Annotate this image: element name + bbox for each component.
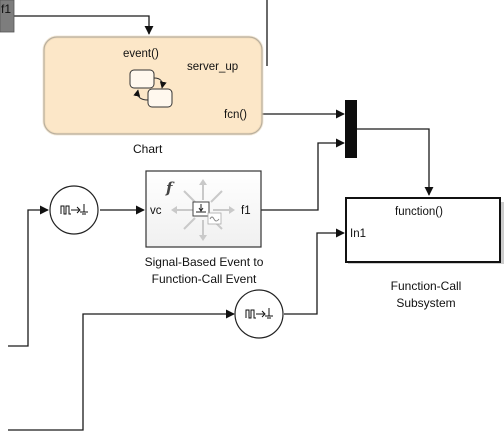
signal-lines	[8, 0, 434, 431]
subsystem-in1-port: In1	[350, 228, 366, 240]
chart-server-up-port: server_up	[187, 61, 238, 73]
wire-left-to-rt2[interactable]	[8, 309, 235, 431]
signal-event-f1-port: f1	[241, 205, 251, 217]
wire-f1-to-mux[interactable]	[261, 138, 345, 211]
signal-event-vc-port: vc	[150, 205, 162, 217]
inport-f1-label: f1	[1, 2, 11, 16]
mux-bar-icon	[345, 100, 357, 158]
mux-block[interactable]	[345, 100, 357, 158]
subsystem-name-line1: Function-Call	[391, 279, 462, 293]
wire-rt2-to-in1[interactable]	[284, 228, 345, 315]
rate-transition-block-2[interactable]	[234, 289, 284, 339]
subsystem-name-line2: Subsystem	[396, 296, 455, 310]
signal-event-name-line2: Function-Call Event	[152, 272, 257, 286]
function-f-glyph: f	[165, 179, 175, 197]
pulse-to-ground-icon	[245, 308, 273, 319]
signal-event-name-line1: Signal-Based Event to	[145, 255, 264, 269]
wire-inport-to-chart[interactable]	[14, 15, 154, 35]
wire-left-to-rt1[interactable]	[8, 205, 49, 347]
inport-f1-block[interactable]: f1	[0, 0, 15, 33]
rate-transition-block-1[interactable]	[49, 185, 99, 235]
chart-event-port: event()	[123, 48, 159, 60]
chart-block[interactable]: event() server_up fcn() Chart	[42, 35, 264, 156]
subsystem-trigger-port: function()	[395, 206, 443, 218]
pulse-to-ground-icon	[60, 204, 88, 215]
chart-name: Chart	[133, 142, 163, 156]
function-call-subsystem-block[interactable]: function() In1 Function-Call Subsystem	[345, 197, 504, 310]
stateflow-states-icon	[129, 69, 173, 108]
signal-based-event-block[interactable]: vc f1 f	[145, 170, 264, 286]
chart-fcn-port: fcn()	[224, 109, 247, 121]
wire-mux-to-subsystem[interactable]	[357, 128, 434, 196]
signal-event-icon: f	[165, 179, 235, 241]
